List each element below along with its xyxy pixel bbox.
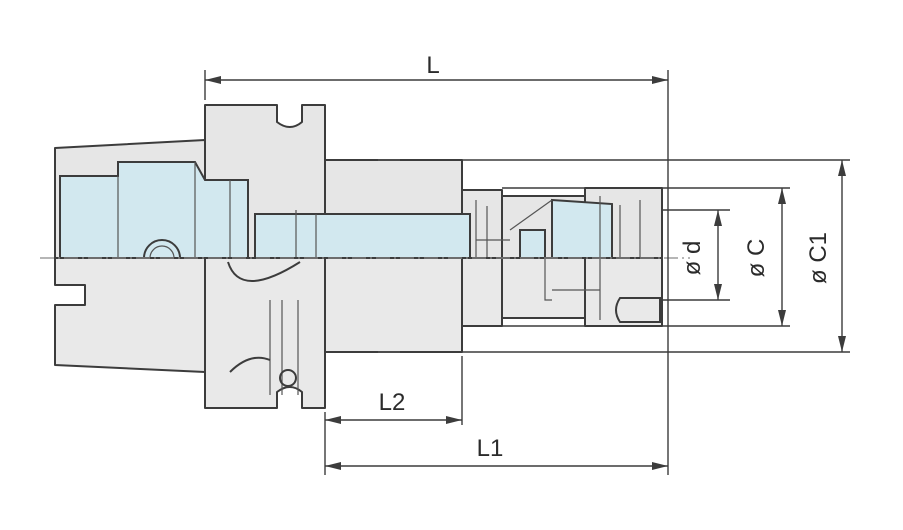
dimension-L2: L2 bbox=[325, 389, 462, 424]
dimension-C1: ø C1 bbox=[805, 160, 846, 352]
dimension-C: ø C bbox=[743, 188, 786, 326]
holder-lower-exterior bbox=[54, 257, 663, 409]
dimension-L1: L1 bbox=[325, 435, 668, 470]
label-L1: L1 bbox=[477, 435, 504, 462]
label-C: ø C bbox=[743, 239, 770, 278]
label-C1: ø C1 bbox=[805, 232, 832, 284]
holder-upper-section bbox=[54, 104, 663, 277]
dimension-L: L bbox=[205, 52, 668, 84]
label-L: L bbox=[426, 52, 439, 79]
dimension-d: ø d bbox=[679, 210, 722, 300]
label-L2: L2 bbox=[379, 389, 406, 416]
label-d: ø d bbox=[679, 241, 706, 276]
